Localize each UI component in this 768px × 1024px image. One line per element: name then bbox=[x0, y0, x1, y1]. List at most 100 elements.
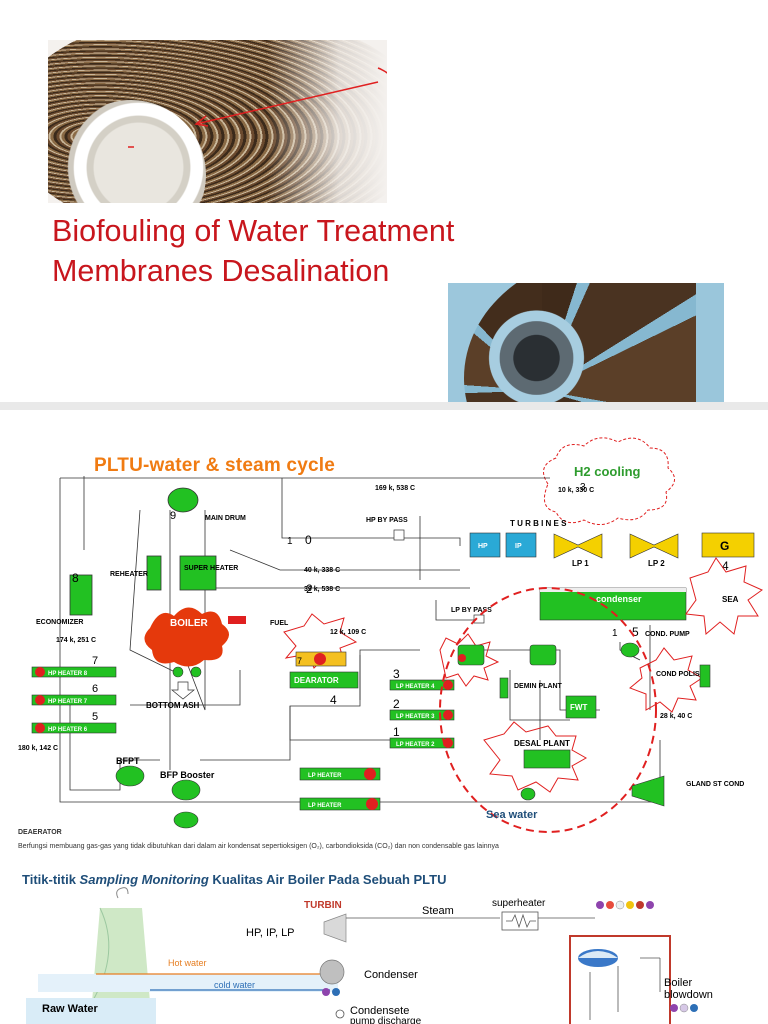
hp-heater-8: HP HEATER 8 bbox=[31, 666, 117, 678]
h2-cooling-cloud: H2 cooling bbox=[543, 437, 675, 525]
value-180: 180 k, 142 C bbox=[18, 745, 58, 752]
lp-bypass-label: LP BY PASS bbox=[451, 607, 492, 614]
bfp-booster: BFP Booster bbox=[160, 770, 215, 801]
demin-plant: DEMIN PLANT bbox=[499, 677, 563, 699]
desal-plant: DESAL PLANT bbox=[483, 721, 588, 793]
slide2-labels-gland-label: GLAND ST COND bbox=[686, 781, 744, 788]
point-2b: 2 bbox=[306, 582, 313, 596]
point-1: 1 bbox=[393, 725, 400, 739]
bottom-ash-label: BOTTOM ASH bbox=[146, 701, 200, 710]
hp-turbine: HP bbox=[469, 532, 501, 558]
sea-water-pump bbox=[520, 787, 536, 801]
fwt: FWT bbox=[565, 695, 597, 719]
tank-1 bbox=[439, 633, 500, 687]
point-7b: 7 bbox=[297, 656, 302, 666]
deaerator-label: DEARATOR bbox=[294, 676, 339, 685]
sea-water-label: Sea water bbox=[486, 809, 538, 821]
fuel-label: FUEL bbox=[270, 620, 289, 627]
slide2-labels-lp0h-label: LP HEATER bbox=[308, 803, 342, 809]
condenser: condenser bbox=[539, 587, 687, 621]
tank-2 bbox=[529, 644, 557, 666]
bfpt: BFPT bbox=[115, 756, 145, 787]
slide2-labels-gen-label: G bbox=[720, 539, 729, 553]
slide3-turbin-label: TURBIN bbox=[304, 900, 342, 911]
condensete-label: Condensete bbox=[350, 1005, 409, 1017]
value-28: 28 k, 40 C bbox=[660, 713, 692, 720]
lp-heater-0: LP HEATER bbox=[299, 797, 381, 811]
pump-discharge-label: pump discharge bbox=[350, 1016, 422, 1024]
slide2-labels-hp8-label: HP HEATER 8 bbox=[48, 671, 88, 677]
red-annotation-arrow bbox=[128, 67, 387, 148]
slide2-labels-fwt-label: FWT bbox=[570, 703, 587, 712]
slide2-labels-lp2-label: LP 2 bbox=[648, 559, 665, 568]
slide2-labels-hp6-label: HP HEATER 6 bbox=[48, 727, 88, 733]
lp-heater-4: LP HEATER 4 bbox=[389, 679, 455, 691]
slide-steam-cycle: PLTU-water & steam cycle H2 cooling bbox=[0, 410, 768, 862]
boiler: Boiler blowdown bbox=[569, 935, 713, 1024]
slide2-labels-bfpt-label: BFPT bbox=[116, 756, 140, 766]
sampling-diagram: Hot water cold water Raw Water TURBIN HP… bbox=[26, 887, 713, 1024]
slide-title: PLTU-water & steam cycle bbox=[94, 455, 335, 476]
sample-dots bbox=[596, 900, 654, 910]
point-3: 3 bbox=[393, 667, 400, 681]
condenser: Condenser Condensete pump discharge bbox=[319, 959, 422, 1024]
slide-title: Biofouling of Water Treatment Membranes … bbox=[52, 211, 612, 291]
water-basin bbox=[38, 974, 338, 992]
membrane-endcap-photo bbox=[448, 283, 724, 402]
hp-heater-6: HP HEATER 6 bbox=[31, 722, 117, 734]
pump-lower bbox=[173, 811, 199, 829]
boiler-label: Boiler bbox=[664, 977, 692, 989]
slide-gap bbox=[0, 402, 768, 410]
point-5b: 5 bbox=[632, 625, 639, 639]
boiler: BOILER FUEL bbox=[144, 607, 289, 667]
fouled-membrane-photo bbox=[48, 40, 387, 203]
point-6: 6 bbox=[92, 683, 98, 695]
slide2-labels-hp-label: HP bbox=[478, 543, 488, 550]
turbine: TURBIN HP, IP, LP bbox=[246, 900, 347, 943]
slide2-labels-lp1-label: LP 1 bbox=[572, 559, 589, 568]
raw-water-label: Raw Water bbox=[42, 1003, 99, 1015]
value-174: 174 k, 251 C bbox=[56, 637, 96, 644]
slide2-labels-lp1h-label: LP HEATER bbox=[308, 773, 342, 779]
point-8: 8 bbox=[72, 571, 79, 585]
center-tube bbox=[484, 303, 589, 402]
sea-starburst: SEA bbox=[685, 557, 764, 635]
steam-label: Steam bbox=[422, 905, 454, 917]
slide-title-line1: Biofouling of Water Treatment bbox=[52, 214, 455, 248]
h2-cooling-label: H2 cooling bbox=[574, 464, 641, 479]
lp-heater-3: LP HEATER 3 bbox=[389, 709, 455, 721]
cold-water-label: cold water bbox=[214, 980, 255, 990]
slide-title-line2: Membranes Desalination bbox=[52, 254, 390, 288]
hp-heater-7: HP HEATER 7 bbox=[31, 694, 117, 706]
point-1b: 1 bbox=[287, 536, 293, 547]
point-9: 9 bbox=[170, 510, 176, 522]
point-4b: 4 bbox=[330, 693, 337, 707]
slide2-labels-cond-polish-label: COND POLISH bbox=[656, 671, 705, 678]
boiler-label: BOILER bbox=[170, 618, 209, 629]
lp2-turbine: LP 2 bbox=[629, 533, 679, 568]
generator: G bbox=[701, 532, 755, 558]
point-3b: 3 bbox=[580, 482, 586, 493]
value-169: 169 k, 538 C bbox=[375, 485, 415, 492]
cond-pump-label: COND. PUMP bbox=[645, 631, 690, 638]
slide2-labels-demin-label: DEMIN PLANT bbox=[514, 683, 563, 690]
superheater: SUPER HEATER bbox=[179, 555, 238, 591]
hpiplp-label: HP, IP, LP bbox=[246, 927, 295, 939]
slide-title: Titik-titik Sampling Monitoring Kualitas… bbox=[22, 872, 447, 887]
slide2-labels-desal-label: DESAL PLANT bbox=[514, 739, 570, 748]
slide-sampling-points: Titik-titik Sampling Monitoring Kualitas… bbox=[0, 862, 768, 1024]
steam-cycle-diagram: H2 cooling bbox=[18, 437, 764, 833]
value-10: 10 k, 330 C bbox=[558, 487, 594, 494]
point-4: 4 bbox=[722, 559, 729, 573]
point-0: 0 bbox=[305, 533, 312, 547]
hp-bypass-valve bbox=[393, 529, 405, 541]
turbines-label: T U R B I N E S bbox=[510, 519, 567, 528]
cond-pump bbox=[620, 642, 640, 658]
slide2-labels-reheater-label: REHEATER bbox=[110, 571, 148, 578]
slide3-superheater-label: superheater bbox=[492, 898, 546, 909]
lp1-turbine: LP 1 bbox=[553, 533, 603, 568]
blowdown-label: blowdown bbox=[664, 989, 713, 1001]
value-12: 12 k, 109 C bbox=[330, 629, 366, 636]
treatment-area-circle bbox=[439, 587, 657, 833]
ip-turbine: IP bbox=[505, 532, 537, 558]
